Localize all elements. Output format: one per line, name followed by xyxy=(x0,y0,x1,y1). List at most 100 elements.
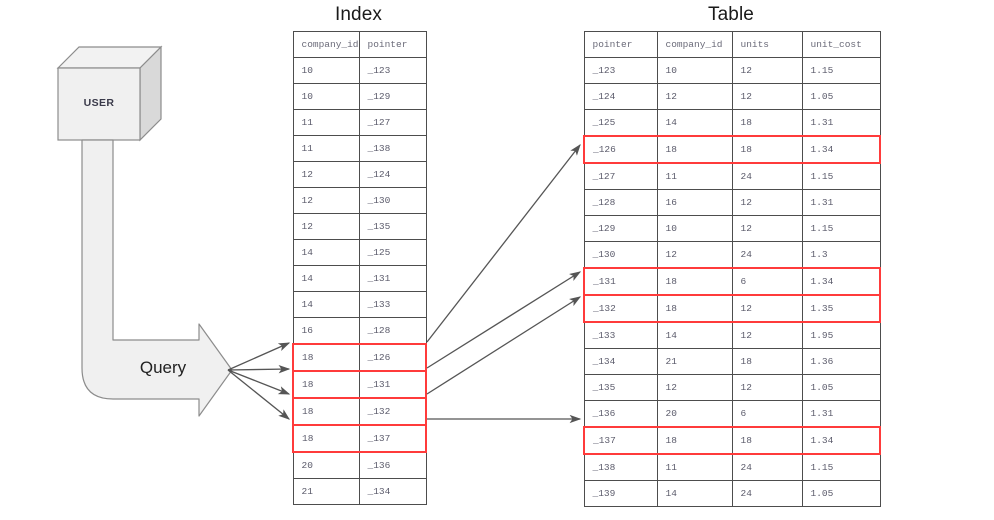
table-cell-units: 12 xyxy=(731,215,803,242)
index-cell-company_id: 14 xyxy=(292,291,360,318)
connector-126 xyxy=(426,143,581,343)
query-label: Query xyxy=(139,358,187,377)
index-row[interactable]: 11_138 xyxy=(292,135,427,162)
connector-132 xyxy=(426,296,582,395)
table-cell-units: 18 xyxy=(731,426,803,455)
table-cell-pointer: _135 xyxy=(583,374,658,401)
index-cell-pointer: _131 xyxy=(358,370,427,399)
index-row[interactable]: 16_128 xyxy=(292,317,427,345)
table-cell-pointer: _133 xyxy=(583,321,658,349)
table-title: Table xyxy=(708,4,754,25)
table-cell-company_id: 16 xyxy=(656,189,733,216)
table-cell-company_id: 14 xyxy=(656,480,733,507)
table-cell-pointer: _124 xyxy=(583,83,658,110)
table-cell-unit_cost: 1.05 xyxy=(801,374,881,401)
table-cell-company_id: 18 xyxy=(656,135,733,164)
index-cell-pointer: _132 xyxy=(358,397,427,426)
table-cell-unit_cost: 1.95 xyxy=(801,321,881,349)
index-cell-company_id: 11 xyxy=(292,135,360,162)
table-cell-pointer: _127 xyxy=(583,162,658,190)
index-cell-pointer: _128 xyxy=(358,317,427,345)
index-cell-pointer: _135 xyxy=(358,213,427,240)
table-cell-pointer: _132 xyxy=(583,294,658,323)
index-cell-company_id: 10 xyxy=(292,57,360,84)
index-cell-pointer: _129 xyxy=(358,83,427,110)
index-row[interactable]: 12_124 xyxy=(292,161,427,188)
table-cell-pointer: _130 xyxy=(583,241,658,269)
index-column-header-pointer: pointer xyxy=(358,31,427,58)
index-row[interactable]: 10_123 xyxy=(292,57,427,84)
table-cell-company_id: 12 xyxy=(656,241,733,269)
table-cell-company_id: 11 xyxy=(656,453,733,481)
table-cell-pointer: _123 xyxy=(583,57,658,84)
index-row[interactable]: 18_132 xyxy=(292,397,427,426)
table-cell-units: 24 xyxy=(731,162,803,190)
table-cell-units: 24 xyxy=(731,453,803,481)
table-cell-pointer: _128 xyxy=(583,189,658,216)
table-cell-unit_cost: 1.31 xyxy=(801,109,881,137)
index-row[interactable]: 12_135 xyxy=(292,213,427,240)
table-cell-units: 24 xyxy=(731,480,803,507)
table-cell-units: 18 xyxy=(731,348,803,375)
index-row[interactable]: 20_136 xyxy=(292,451,427,479)
index-row[interactable]: 21_134 xyxy=(292,478,427,505)
index-cell-company_id: 10 xyxy=(292,83,360,110)
index-row[interactable]: 14_131 xyxy=(292,265,427,292)
table-cell-pointer: _139 xyxy=(583,480,658,507)
table-column-header-unit_cost: unit_cost xyxy=(801,31,881,58)
index-row[interactable]: 10_129 xyxy=(292,83,427,110)
table-cell-units: 6 xyxy=(731,267,803,296)
index-cell-pointer: _126 xyxy=(358,343,427,372)
table-cell-pointer: _138 xyxy=(583,453,658,481)
index-cell-company_id: 12 xyxy=(292,187,360,214)
index-cell-pointer: _127 xyxy=(358,109,427,136)
table-cell-company_id: 21 xyxy=(656,348,733,375)
table-cell-units: 12 xyxy=(731,57,803,84)
index-row[interactable]: 11_127 xyxy=(292,109,427,136)
table-cell-units: 12 xyxy=(731,374,803,401)
table-cell-company_id: 20 xyxy=(656,400,733,428)
table-cell-unit_cost: 1.05 xyxy=(801,480,881,507)
user-label: USER xyxy=(83,97,115,109)
index-row[interactable]: 18_131 xyxy=(292,370,427,399)
table-cell-pointer: _136 xyxy=(583,400,658,428)
index-row[interactable]: 18_137 xyxy=(292,424,427,453)
index-cell-company_id: 18 xyxy=(292,370,360,399)
table-cell-unit_cost: 1.31 xyxy=(801,189,881,216)
index-column-header-company_id: company_id xyxy=(292,31,360,58)
table-cell-company_id: 10 xyxy=(656,57,733,84)
index-row[interactable]: 18_126 xyxy=(292,343,427,372)
table-cell-company_id: 12 xyxy=(656,83,733,110)
index-cell-company_id: 18 xyxy=(292,343,360,372)
table-column-header-units: units xyxy=(731,31,803,58)
table-cell-pointer: _134 xyxy=(583,348,658,375)
index-title: Index xyxy=(335,4,382,25)
table-cell-units: 18 xyxy=(731,135,803,164)
index-row[interactable]: 12_130 xyxy=(292,187,427,214)
connector-131 xyxy=(426,271,582,369)
index-row[interactable]: 14_125 xyxy=(292,239,427,266)
index-cell-company_id: 18 xyxy=(292,397,360,426)
index-cell-company_id: 12 xyxy=(292,161,360,188)
index-row[interactable]: 14_133 xyxy=(292,291,427,318)
